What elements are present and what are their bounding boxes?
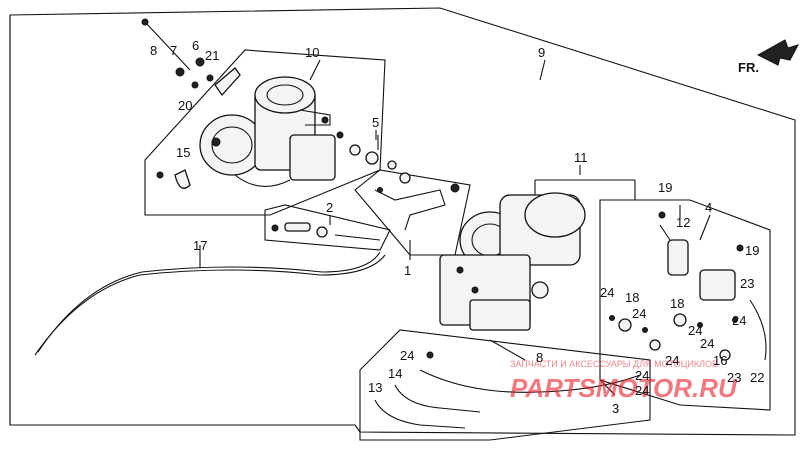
callout-5: 5 [372,115,379,130]
watermark-tagline: ЗАПЧАСТИ И АКСЕССУАРЫ ДЛЯ МОТОЦИКЛОВ [510,359,718,369]
hose-17 [34,254,386,356]
callout-24-c: 24 [732,313,746,328]
callout-17: 17 [193,238,207,253]
watermark-brand: PARTSMOTOR.RU [510,373,738,403]
carburetor-11 [439,192,586,331]
callout-24-a: 24 [600,285,614,300]
callout-23-top: 23 [740,276,754,291]
callout-9: 9 [538,45,545,60]
parts-group-4 [609,211,767,361]
callout-4: 4 [705,200,712,215]
screw-set-2 [271,222,381,241]
subframe-3 [359,329,651,441]
callout-8-top: 8 [150,43,157,58]
clip-15 [174,169,191,189]
callout-24-i: 24 [635,383,649,398]
callout-24-g: 24 [665,353,679,368]
carburetor-10 [199,76,344,187]
assembly-frame [9,7,796,436]
callout-1: 1 [404,263,411,278]
callout-19-top: 19 [658,180,672,195]
callout-13: 13 [368,380,382,395]
callout-20: 20 [178,98,192,113]
callouts: 8 7 6 21 20 10 9 5 15 11 2 19 4 12 17 19… [150,38,764,416]
part-5 [349,135,411,184]
front-arrow-icon [756,39,800,66]
callout-7: 7 [170,43,177,58]
hoses-3 [374,351,641,429]
subframe-2 [264,204,391,251]
direction-label: FR. [738,60,759,75]
callout-8-lower: 8 [536,350,543,365]
screw-8-lower [489,339,526,361]
callout-18-a: 18 [625,290,639,305]
callout-12: 12 [676,215,690,230]
link-1 [374,183,460,231]
callout-23-bottom: 23 [727,370,741,385]
callout-24-f: 24 [400,348,414,363]
callout-24-b: 24 [632,306,646,321]
callout-11: 11 [574,150,588,165]
callout-18-b: 18 [670,296,684,311]
screw-8 [141,18,191,71]
callout-6: 6 [192,38,199,53]
callout-22: 22 [750,370,764,385]
callout-2: 2 [326,200,333,215]
callout-24-e: 24 [700,336,714,351]
subframe-1 [354,169,471,256]
callout-10: 10 [305,45,319,60]
callout-15: 15 [176,145,190,160]
leader-lines [199,59,711,396]
callout-24-d: 24 [688,323,702,338]
callout-16: 16 [713,353,727,368]
callout-19-right: 19 [745,243,759,258]
callout-21: 21 [205,48,219,63]
small-parts [175,57,241,97]
callout-14: 14 [388,366,402,381]
callout-3: 3 [612,401,619,416]
callout-24-h: 24 [635,368,649,383]
